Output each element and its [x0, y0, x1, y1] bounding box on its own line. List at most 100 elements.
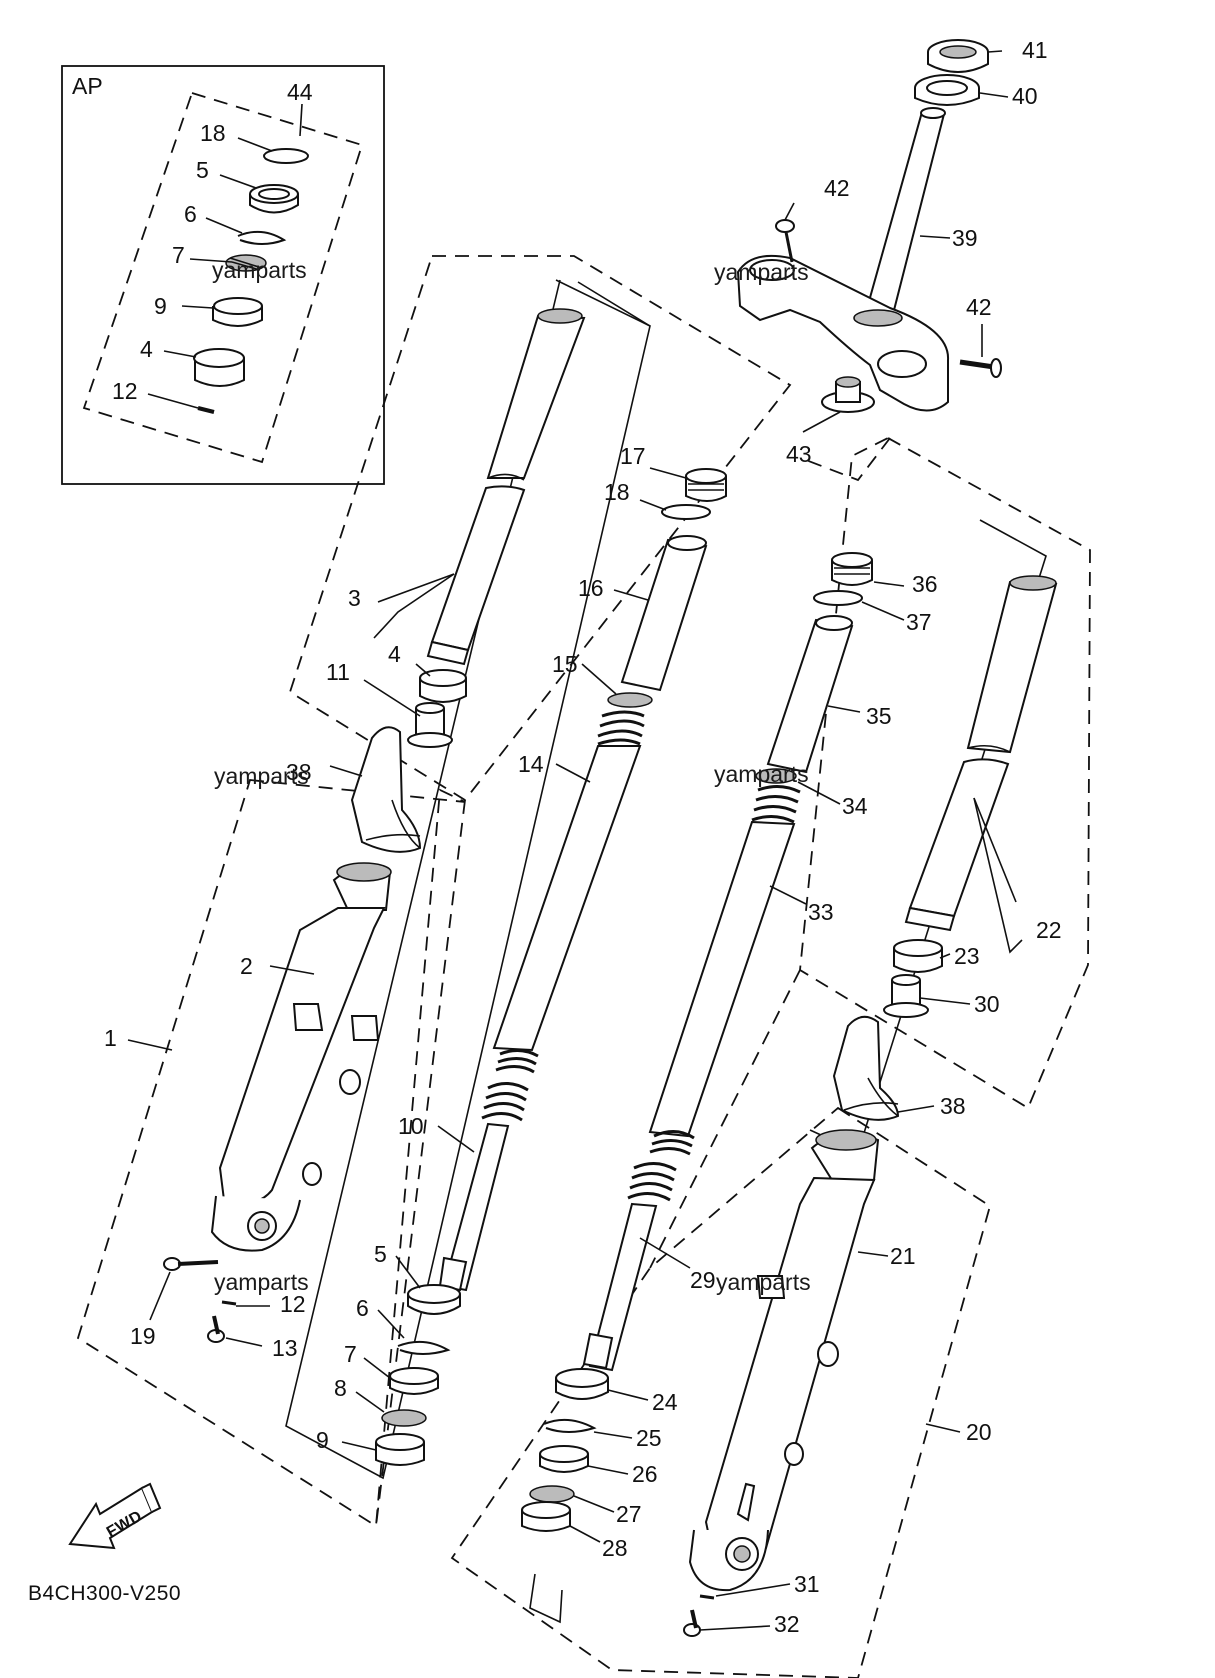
left-slide-bushing-9 [375, 1433, 425, 1466]
callout-42-side: 42 [966, 294, 992, 320]
left-dust-seal-7 [389, 1367, 439, 1395]
callout-ap-18: 18 [200, 120, 226, 146]
callout-32: 32 [774, 1611, 800, 1637]
ap-washer [225, 254, 267, 272]
bolt-side [959, 358, 1002, 378]
callout-10: 10 [398, 1113, 424, 1139]
watermark: yamparts [714, 259, 809, 285]
callout-27: 27 [616, 1501, 642, 1527]
watermark: yamparts [212, 257, 307, 283]
callout-33: 33 [808, 899, 834, 925]
callout-11: 11 [326, 659, 350, 685]
callout-13: 13 [272, 1335, 298, 1361]
left-clip-6 [397, 1340, 451, 1355]
callout-9: 9 [316, 1427, 329, 1453]
ap-o-ring [263, 148, 309, 164]
callout-25: 25 [636, 1425, 662, 1451]
callout-ap-5: 5 [196, 157, 209, 183]
inset-label: AP [72, 73, 103, 99]
callout-ap-6: 6 [184, 201, 197, 227]
callout-ap-4: 4 [140, 336, 153, 362]
right-washer-27 [529, 1485, 575, 1503]
fwd-arrow: FWD [68, 1482, 162, 1550]
watermark: yamparts [214, 1269, 309, 1295]
ap-bushing [193, 348, 245, 387]
right-outer-tube [688, 1129, 880, 1592]
callout-26: 26 [632, 1461, 658, 1487]
bolt-top [775, 219, 795, 263]
callout-8: 8 [334, 1375, 347, 1401]
left-oil-seal-5 [407, 1284, 461, 1315]
left-bolt-13 [207, 1315, 225, 1343]
callout-1: 1 [104, 1025, 117, 1051]
left-spacer [620, 538, 708, 692]
callout-37: 37 [906, 609, 932, 635]
ap-oil-seal [249, 184, 299, 214]
right-fork: 22 23 30 38 21 20 31 32 [683, 575, 1062, 1637]
callout-ap-12: 12 [112, 378, 138, 404]
callout-31: 31 [794, 1571, 820, 1597]
callout-7: 7 [344, 1341, 357, 1367]
callout-38-right: 38 [940, 1093, 966, 1119]
left-spring-bottom [495, 1049, 539, 1074]
ap-slide-bushing [212, 297, 263, 327]
callout-12: 12 [280, 1291, 306, 1317]
callout-ap-9: 9 [154, 293, 167, 319]
callout-44: 44 [287, 79, 313, 105]
callout-30: 30 [974, 991, 1000, 1017]
steering-stem: 41 40 42 39 42 43 [736, 37, 1048, 467]
diagram-code: B4CH300-V250 [28, 1582, 181, 1605]
callout-14: 14 [518, 751, 544, 777]
watermark: yamparts [714, 761, 809, 787]
callout-5: 5 [374, 1241, 387, 1267]
right-washer-34 [755, 768, 797, 784]
callout-21: 21 [890, 1243, 916, 1269]
ap-inset-panel: AP 44 18 5 [61, 65, 385, 485]
callout-2: 2 [240, 953, 253, 979]
group-outlines [76, 255, 1091, 1678]
right-dust-seal-26 [539, 1445, 589, 1473]
callout-23: 23 [954, 943, 980, 969]
right-o-ring [813, 590, 863, 606]
callout-3: 3 [348, 585, 361, 611]
callout-38-left: 38 [286, 759, 312, 785]
watermark: yamparts [214, 763, 309, 789]
callout-41: 41 [1022, 37, 1048, 63]
callout-18: 18 [604, 479, 630, 505]
left-outer-tube [210, 862, 392, 1252]
left-cap-bolt [685, 468, 727, 502]
ap-clip [237, 230, 287, 245]
left-damper: 17 18 16 15 14 10 5 6 7 8 9 [316, 443, 727, 1466]
right-spacer [766, 618, 854, 774]
left-fork-cover [350, 726, 422, 853]
callout-19: 19 [130, 1323, 156, 1349]
callout-4: 4 [388, 641, 401, 667]
left-washer-8 [381, 1409, 427, 1427]
callout-ap-7: 7 [172, 242, 185, 268]
lock-washer [821, 376, 875, 413]
right-bolt-32 [683, 1609, 701, 1637]
right-oil-seal-24 [555, 1368, 609, 1400]
callout-43: 43 [786, 441, 812, 467]
left-spring-top [597, 710, 645, 746]
callout-42-top: 42 [824, 175, 850, 201]
right-fork-cover-38 [832, 1015, 900, 1121]
left-gasket-12 [221, 1300, 237, 1306]
bearing-race [914, 74, 980, 106]
right-cap-bolt [831, 552, 873, 586]
left-damper-rod [442, 1122, 510, 1292]
left-washer-15 [607, 692, 653, 708]
left-o-ring [661, 504, 711, 520]
left-drain-bolt [163, 1257, 219, 1271]
right-bushing-23 [893, 939, 943, 973]
callout-20: 20 [966, 1419, 992, 1445]
ring-nut [927, 39, 989, 73]
callout-29: 29 [690, 1267, 716, 1293]
callout-24: 24 [652, 1389, 678, 1415]
left-oil-lock-piece [407, 702, 453, 748]
callout-35: 35 [866, 703, 892, 729]
right-clip-25 [543, 1418, 597, 1433]
callout-28: 28 [602, 1535, 628, 1561]
callout-16: 16 [578, 575, 604, 601]
right-slide-bushing-28 [521, 1501, 571, 1532]
